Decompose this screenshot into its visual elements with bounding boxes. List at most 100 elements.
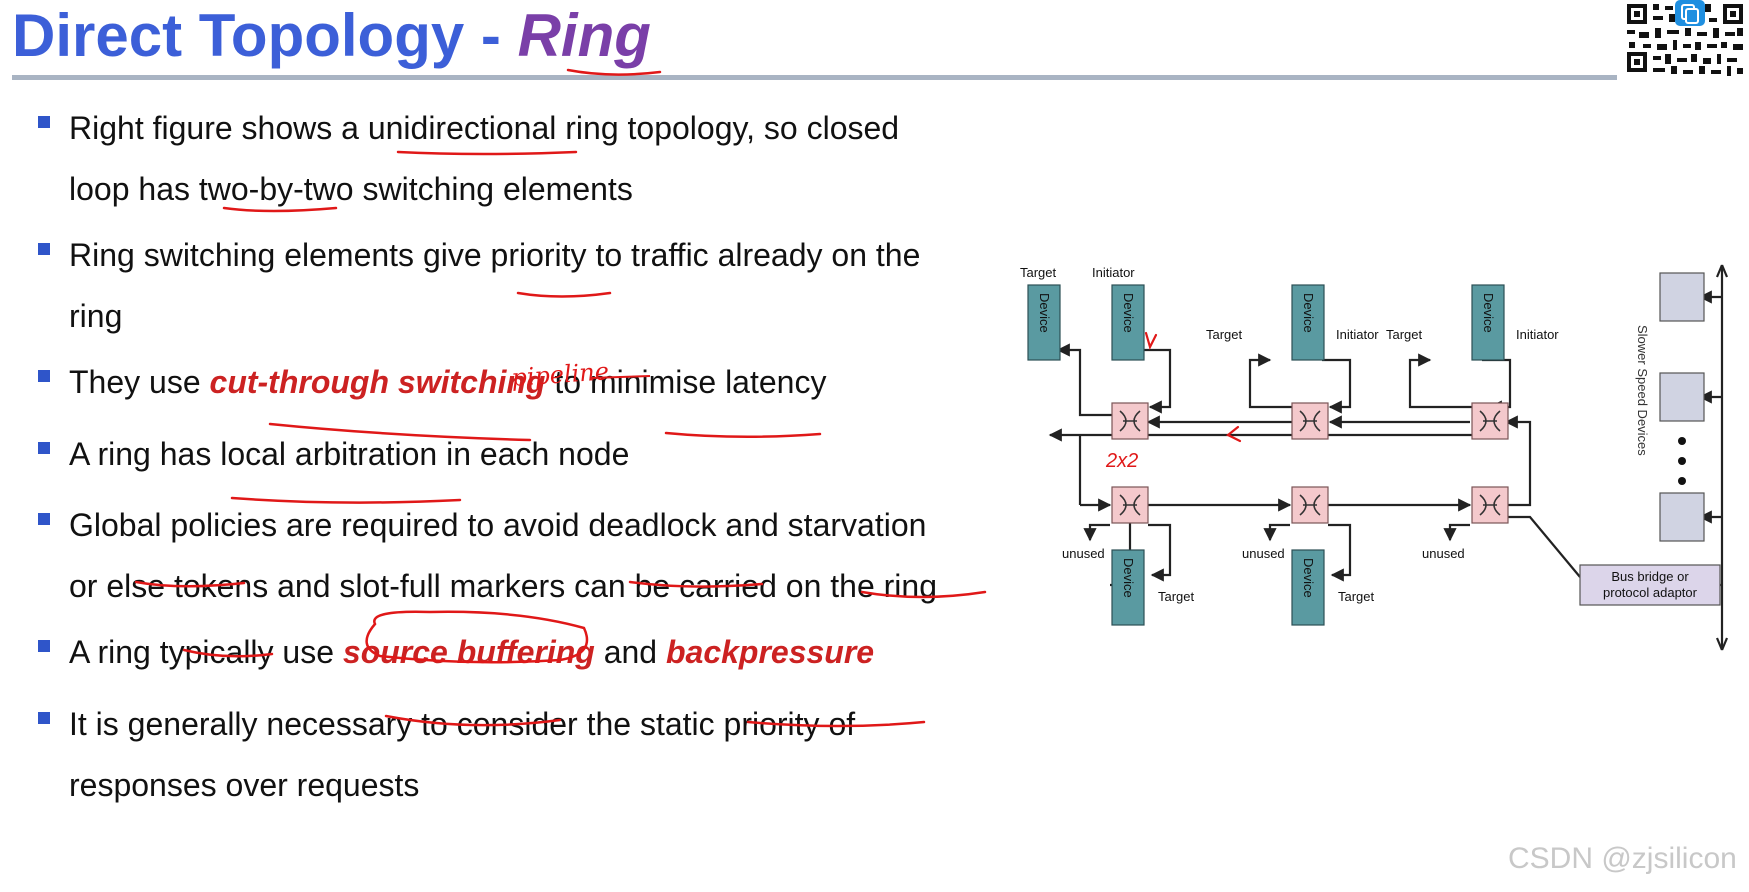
device-label: Device bbox=[1121, 293, 1136, 333]
bullet-text: They use cut-through switching to minimi… bbox=[69, 352, 1039, 413]
link-line bbox=[1140, 348, 1172, 414]
text-run: It is generally necessary to consider th… bbox=[69, 706, 856, 742]
bullet-line: Right figure shows a unidirectional ring… bbox=[69, 98, 1039, 159]
bullet-marker bbox=[38, 712, 50, 724]
bullet-line: Ring switching elements give priority to… bbox=[69, 225, 1039, 286]
bullet-text: Ring switching elements give priority to… bbox=[69, 225, 1039, 347]
device-block bbox=[1027, 284, 1061, 361]
device-block bbox=[1291, 284, 1325, 361]
slower-devices-label: Slower Speed Devices bbox=[1635, 325, 1650, 456]
bullet-text: Global policies are required to avoid de… bbox=[69, 495, 1039, 617]
bullet-marker bbox=[38, 640, 50, 652]
bus-bridge-label: protocol adaptor bbox=[1603, 585, 1698, 600]
text-run: A ring has local arbitration in each nod… bbox=[69, 436, 630, 472]
bullet-line: ring bbox=[69, 286, 1039, 347]
device-label: Device bbox=[1037, 293, 1052, 333]
switch-cross-icon bbox=[1299, 494, 1321, 516]
bullet-list: Right figure shows a unidirectional ring… bbox=[38, 110, 937, 803]
ellipsis-dot bbox=[1678, 477, 1686, 485]
target-label: Target bbox=[1020, 265, 1057, 280]
bullet-line: Global policies are required to avoid de… bbox=[69, 495, 1039, 556]
bus-bridge-label: Bus bridge or bbox=[1611, 569, 1689, 584]
link-line bbox=[1482, 358, 1512, 414]
ring-right-line bbox=[1504, 415, 1532, 507]
slow-device-block bbox=[1659, 492, 1705, 542]
device-block bbox=[1111, 284, 1145, 361]
ink-mark bbox=[1225, 425, 1242, 443]
switch-element bbox=[1471, 402, 1509, 440]
bus-bridge-block bbox=[1579, 564, 1721, 606]
qr-code-icon bbox=[1623, 0, 1749, 80]
bullet-marker bbox=[38, 442, 50, 454]
target-label: Target bbox=[1338, 589, 1375, 604]
bullet-line: responses over requests bbox=[69, 755, 1039, 816]
bullet-text: A ring has local arbitration in each nod… bbox=[69, 424, 1039, 485]
text-run: loop has two-by-two switching elements bbox=[69, 171, 633, 207]
bullet-marker bbox=[38, 243, 50, 255]
bullet-line: or else tokens and slot-full markers can… bbox=[69, 556, 1039, 617]
device-block bbox=[1111, 549, 1145, 626]
device-block bbox=[1291, 549, 1325, 626]
emphasis-run: backpressure bbox=[665, 634, 875, 670]
switch-cross-icon bbox=[1119, 494, 1141, 516]
title-separator: - bbox=[480, 2, 501, 69]
target-label: Target bbox=[1386, 327, 1423, 342]
unused-label: unused bbox=[1062, 546, 1105, 561]
switch-cross-icon bbox=[1479, 410, 1501, 432]
bullet-marker bbox=[38, 370, 50, 382]
bullet-text: It is generally necessary to consider th… bbox=[69, 694, 1039, 816]
bullet-line: loop has two-by-two switching elements bbox=[69, 159, 1039, 220]
text-run: Global policies are required to avoid de… bbox=[69, 507, 927, 543]
bus-arrow-top bbox=[1715, 264, 1729, 278]
link-line bbox=[1328, 523, 1352, 582]
link-line bbox=[1083, 523, 1110, 542]
text-run: or else tokens and slot-full markers can… bbox=[69, 568, 937, 604]
watermark: CSDN @zjsilicon bbox=[1508, 842, 1737, 875]
text-run: Ring switching elements give priority to… bbox=[69, 237, 921, 273]
text-run: to minimise latency bbox=[545, 364, 827, 400]
link-line bbox=[1443, 523, 1470, 542]
text-run: ring bbox=[69, 298, 123, 334]
text-run: They use bbox=[69, 364, 210, 400]
link-line bbox=[1148, 523, 1172, 582]
slow-device-block bbox=[1659, 372, 1705, 422]
ellipsis-dot bbox=[1678, 437, 1686, 445]
bullet-line: A ring typically use source buffering an… bbox=[69, 622, 1039, 683]
unused-label: unused bbox=[1422, 546, 1465, 561]
device-label: Device bbox=[1481, 293, 1496, 333]
switch-cross-icon bbox=[1299, 410, 1321, 432]
bus-arrow-bottom bbox=[1715, 637, 1729, 651]
bullet-text: Right figure shows a unidirectional ring… bbox=[69, 98, 1039, 220]
title-emphasis: Ring bbox=[517, 2, 651, 69]
text-run: A ring typically use bbox=[69, 634, 343, 670]
text-run: responses over requests bbox=[69, 767, 420, 803]
switch-cross-icon bbox=[1479, 494, 1501, 516]
link-line bbox=[1322, 358, 1352, 414]
bridge-link bbox=[1508, 515, 1581, 578]
ink-note-2x2: 2x2 bbox=[1105, 450, 1138, 472]
slow-device-block bbox=[1659, 272, 1705, 322]
switch-cross-icon bbox=[1119, 410, 1141, 432]
emphasis-run: cut-through switching bbox=[209, 364, 546, 400]
bullet-text: A ring typically use source buffering an… bbox=[69, 622, 1039, 683]
ellipsis-dot bbox=[1678, 457, 1686, 465]
bullet-line: A ring has local arbitration in each nod… bbox=[69, 424, 1039, 485]
initiator-label: Initiator bbox=[1336, 327, 1379, 342]
device-label: Device bbox=[1301, 293, 1316, 333]
bullet-line: They use cut-through switching to minimi… bbox=[69, 352, 1039, 413]
target-label: Target bbox=[1158, 589, 1195, 604]
device-label: Device bbox=[1301, 558, 1316, 598]
device-block bbox=[1471, 284, 1505, 361]
ink-mark bbox=[1144, 331, 1158, 351]
link-line bbox=[1263, 523, 1290, 542]
bullet-line: It is generally necessary to consider th… bbox=[69, 694, 1039, 755]
link-line bbox=[1408, 353, 1472, 409]
bullet-marker bbox=[38, 513, 50, 525]
ring-topology-diagram: Device Device Device Device Device Devic… bbox=[1020, 264, 1729, 651]
initiator-label: Initiator bbox=[1092, 265, 1135, 280]
target-label: Target bbox=[1206, 327, 1243, 342]
bullet-marker bbox=[38, 116, 50, 128]
link-line bbox=[1056, 343, 1112, 417]
title-main: Direct Topology bbox=[12, 2, 465, 69]
device-label: Device bbox=[1121, 558, 1136, 598]
